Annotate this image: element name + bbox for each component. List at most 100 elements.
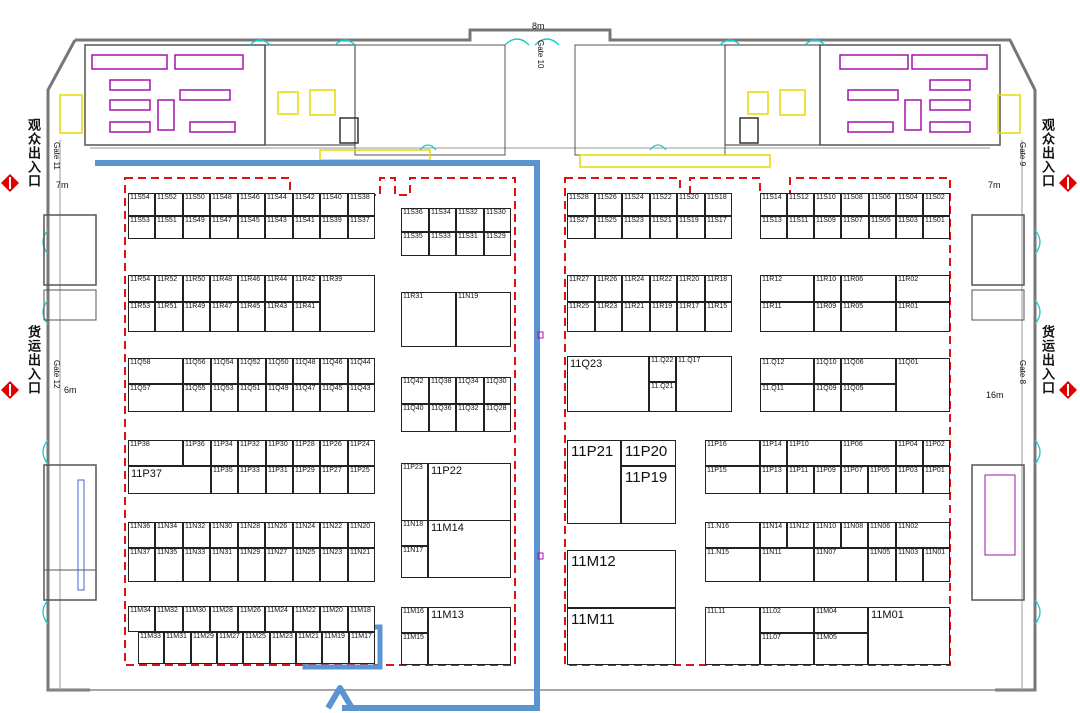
booth-11r31: 11R31	[401, 292, 456, 347]
booth-11n27: 11N27	[265, 548, 293, 582]
booth-11p04: 11P04	[896, 440, 923, 466]
booth-11p27: 11P27	[320, 466, 348, 494]
booth-11s51: 11S51	[155, 216, 183, 239]
booth-11s26: 11S26	[595, 193, 622, 216]
booth-11q46: 11Q46	[320, 358, 348, 384]
booth-11p05: 11P05	[868, 466, 896, 494]
booth-11s48: 11S48	[210, 193, 238, 216]
gate-12-label: Gate 12	[52, 360, 61, 389]
booth-11r20: 11R20	[677, 275, 705, 302]
booth-11p22: 11P22	[428, 463, 511, 523]
booth-11n07: 11N07	[814, 548, 868, 582]
booth-11q55: 11Q55	[183, 384, 211, 412]
booth-11r39: 11R39	[320, 275, 375, 332]
booth-11n14: 11N14	[760, 522, 787, 548]
booth-11s09: 11S09	[814, 216, 841, 239]
booth-11s31: 11S31	[456, 232, 484, 256]
booth-11m29: 11M29	[191, 632, 217, 664]
booth-11p32: 11P32	[238, 440, 266, 466]
booth-11r09: 11R09	[814, 302, 841, 332]
booth-11s17: 11S17	[705, 216, 732, 239]
booth-11-q12: 11.Q12	[760, 358, 814, 384]
booth-11n03: 11N03	[896, 548, 923, 582]
booth-11n32: 11N32	[183, 522, 210, 548]
booth-11s41: 11S41	[293, 216, 320, 239]
booth-11s45: 11S45	[238, 216, 265, 239]
booth-11n19: 11N19	[456, 292, 511, 347]
booth-11p25: 11P25	[348, 466, 375, 494]
booth-11n11: 11N11	[760, 548, 814, 582]
booth-11m17: 11M17	[349, 632, 375, 664]
booth-11s50: 11S50	[183, 193, 210, 216]
booth-11l11: 11L11	[705, 607, 760, 665]
booth-11r53: 11R53	[128, 302, 155, 332]
booth-11s06: 11S06	[869, 193, 896, 216]
booth-11n29: 11N29	[238, 548, 265, 582]
booth-11m18: 11M18	[348, 606, 375, 632]
booth-11n23: 11N23	[320, 548, 348, 582]
dimension-left-mid: 6m	[64, 385, 77, 395]
booth-11s47: 11S47	[210, 216, 238, 239]
booth-11s27: 11S27	[567, 216, 595, 239]
booth-11s33: 11S33	[429, 232, 456, 256]
booth-11m05: 11M05	[814, 633, 868, 665]
booth-11r01: 11R01	[896, 302, 950, 332]
booth-11m31: 11M31	[164, 632, 191, 664]
booth-11s23: 11S23	[622, 216, 650, 239]
booth-11m15: 11M15	[401, 633, 428, 665]
booth-11r54: 11R54	[128, 275, 155, 302]
booth-11s30: 11S30	[484, 208, 511, 232]
booth-11p24: 11P24	[348, 440, 375, 466]
booth-11p19: 11P19	[621, 466, 676, 524]
booth-11q51: 11Q51	[238, 384, 266, 412]
gate-10-label: Gate 10	[536, 40, 545, 69]
booth-11r43: 11R43	[265, 302, 293, 332]
booth-11s53: 11S53	[128, 216, 155, 239]
booth-11r02: 11R02	[896, 275, 950, 302]
booth-11n37: 11N37	[128, 548, 155, 582]
dimension-right-mid: 16m	[986, 390, 1004, 400]
booth-11r25: 11R25	[567, 302, 595, 332]
booth-11q47: 11Q47	[293, 384, 320, 412]
booth-11s44: 11S44	[265, 193, 293, 216]
booth-11n33: 11N33	[183, 548, 210, 582]
gate-11-label: Gate 11	[52, 142, 61, 170]
dimension-top: 8m	[532, 21, 545, 31]
booth-11m30: 11M30	[183, 606, 210, 632]
cargo-entrance-label-left: 货运出入口	[26, 325, 41, 395]
booth-11n28: 11N28	[238, 522, 265, 548]
booth-11m33: 11M33	[138, 632, 164, 664]
booth-11s32: 11S32	[456, 208, 484, 232]
booth-11n18: 11N18	[401, 520, 428, 546]
booth-11s29: 11S29	[484, 232, 511, 256]
booth-11s10: 11S10	[814, 193, 841, 216]
booth-11s20: 11S20	[677, 193, 705, 216]
booth-11n08: 11N08	[841, 522, 868, 548]
booth-11s49: 11S49	[183, 216, 210, 239]
booth-11m32: 11M32	[155, 606, 183, 632]
booth-11n20: 11N20	[348, 522, 375, 548]
booth-11r27: 11R27	[567, 275, 595, 302]
booth-11r23: 11R23	[595, 302, 622, 332]
booth-11q56: 11Q56	[183, 358, 211, 384]
gate-8-label: Gate 8	[1018, 360, 1027, 385]
booth-11m04: 11M04	[814, 607, 868, 633]
booth-11n02: 11N02	[896, 522, 950, 548]
booth-11n01: 11N01	[923, 548, 950, 582]
booth-11r05: 11R05	[841, 302, 896, 332]
booth-11n21: 11N21	[348, 548, 375, 582]
booth-11r21: 11R21	[622, 302, 650, 332]
booth-11s54: 11S54	[128, 193, 155, 216]
route-line	[95, 160, 540, 711]
booth-11m23: 11M23	[270, 632, 296, 664]
booth-11r11: 11R11	[760, 302, 814, 332]
booth-11s01: 11S01	[923, 216, 950, 239]
booth-11n17: 11N17	[401, 546, 428, 578]
booth-11n10: 11N10	[814, 522, 841, 548]
booth-11r45: 11R45	[238, 302, 265, 332]
booth-11m13: 11M13	[428, 607, 511, 665]
booth-11m27: 11M27	[217, 632, 243, 664]
booth-11p15: 11P15	[705, 466, 760, 494]
booth-11q57: 11Q57	[128, 384, 183, 412]
